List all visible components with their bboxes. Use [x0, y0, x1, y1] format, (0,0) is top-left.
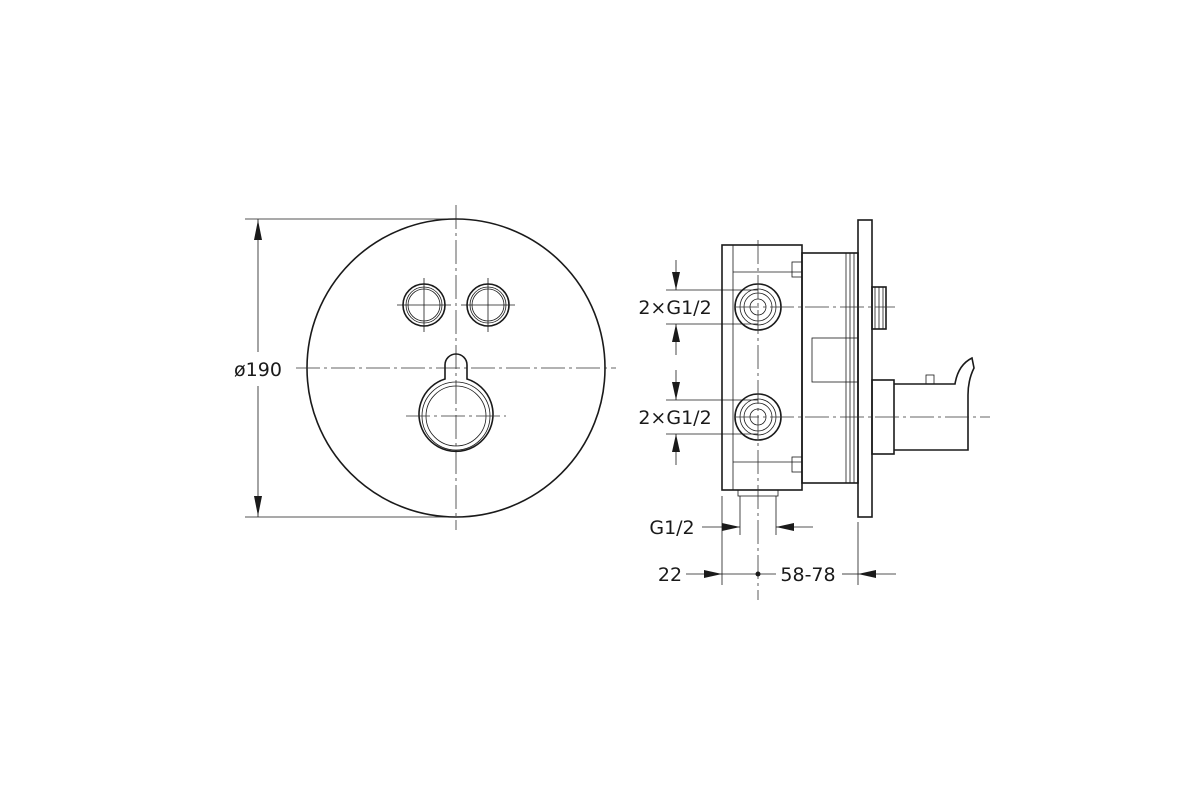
valve-body [801, 252, 859, 484]
mounting-box [721, 244, 803, 497]
push-button-profile [871, 286, 887, 330]
front-view: ø190 [234, 205, 616, 530]
push-button-right [461, 278, 515, 332]
diameter-label: ø190 [234, 359, 282, 381]
depth-dimension: 22 58-78 [658, 496, 896, 586]
bottom-port-dimension: G1/2 [649, 496, 813, 539]
cover-plate-profile [857, 219, 873, 518]
outlet-bottom-dimension: 2×G1/2 [638, 370, 758, 465]
thermostat-knob [406, 353, 506, 453]
push-button-left [397, 278, 451, 332]
svg-text:G1/2: G1/2 [649, 517, 694, 539]
diameter-dimension: ø190 [234, 218, 456, 518]
svg-text:58-78: 58-78 [780, 564, 835, 586]
svg-text:2×G1/2: 2×G1/2 [638, 297, 711, 319]
svg-text:22: 22 [658, 564, 682, 586]
outlet-top-dimension: 2×G1/2 [638, 260, 758, 355]
side-view: 2×G1/2 2×G1/2 G1/2 22 58-78 [638, 219, 990, 600]
thermostat-handle-profile [871, 356, 975, 455]
svg-text:2×G1/2: 2×G1/2 [638, 407, 711, 429]
